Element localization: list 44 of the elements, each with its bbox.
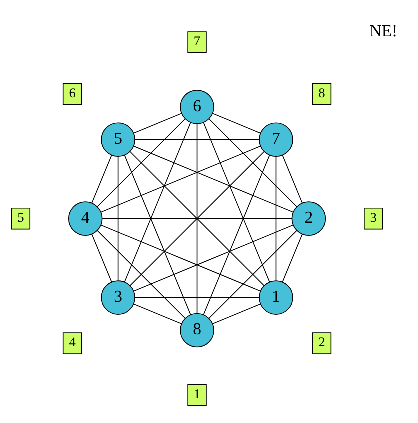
node-circle: 2 xyxy=(292,202,326,236)
connector xyxy=(100,146,262,213)
connector xyxy=(134,297,260,298)
node-box: 3 xyxy=(364,208,384,230)
connector xyxy=(276,156,277,282)
connector xyxy=(130,151,265,286)
connector xyxy=(118,156,119,282)
node-box: 6 xyxy=(62,83,82,105)
node-circle: 6 xyxy=(180,90,214,124)
connector xyxy=(134,139,260,140)
node-box: 8 xyxy=(312,83,332,105)
connector xyxy=(212,113,262,134)
connector xyxy=(282,155,303,204)
node-circle: 8 xyxy=(180,313,214,348)
connector xyxy=(92,155,112,204)
connector xyxy=(203,155,270,316)
node-box: 1 xyxy=(188,384,207,406)
node-circle: 5 xyxy=(101,122,136,158)
node-box: 5 xyxy=(11,208,31,230)
node-circle: 7 xyxy=(259,122,294,158)
connector xyxy=(133,224,294,292)
node-circle: 3 xyxy=(101,280,136,315)
connector xyxy=(134,304,182,324)
connector xyxy=(196,124,198,314)
label: NE! xyxy=(370,22,398,41)
node-box: 4 xyxy=(62,332,82,354)
connector xyxy=(124,122,192,283)
connector xyxy=(97,230,186,320)
connector xyxy=(282,234,303,283)
connector xyxy=(97,118,186,208)
connector xyxy=(124,155,192,316)
connector xyxy=(100,224,262,292)
connector xyxy=(208,118,298,208)
connector xyxy=(203,122,270,283)
connector xyxy=(92,234,112,283)
connector xyxy=(134,113,182,134)
node-box: 2 xyxy=(312,332,332,354)
connector xyxy=(133,146,294,213)
connector xyxy=(208,230,298,320)
node-circle: 4 xyxy=(68,202,103,236)
connector xyxy=(212,304,262,324)
node-circle: 1 xyxy=(259,280,294,315)
connector xyxy=(102,218,293,220)
node-box: 7 xyxy=(188,32,207,54)
